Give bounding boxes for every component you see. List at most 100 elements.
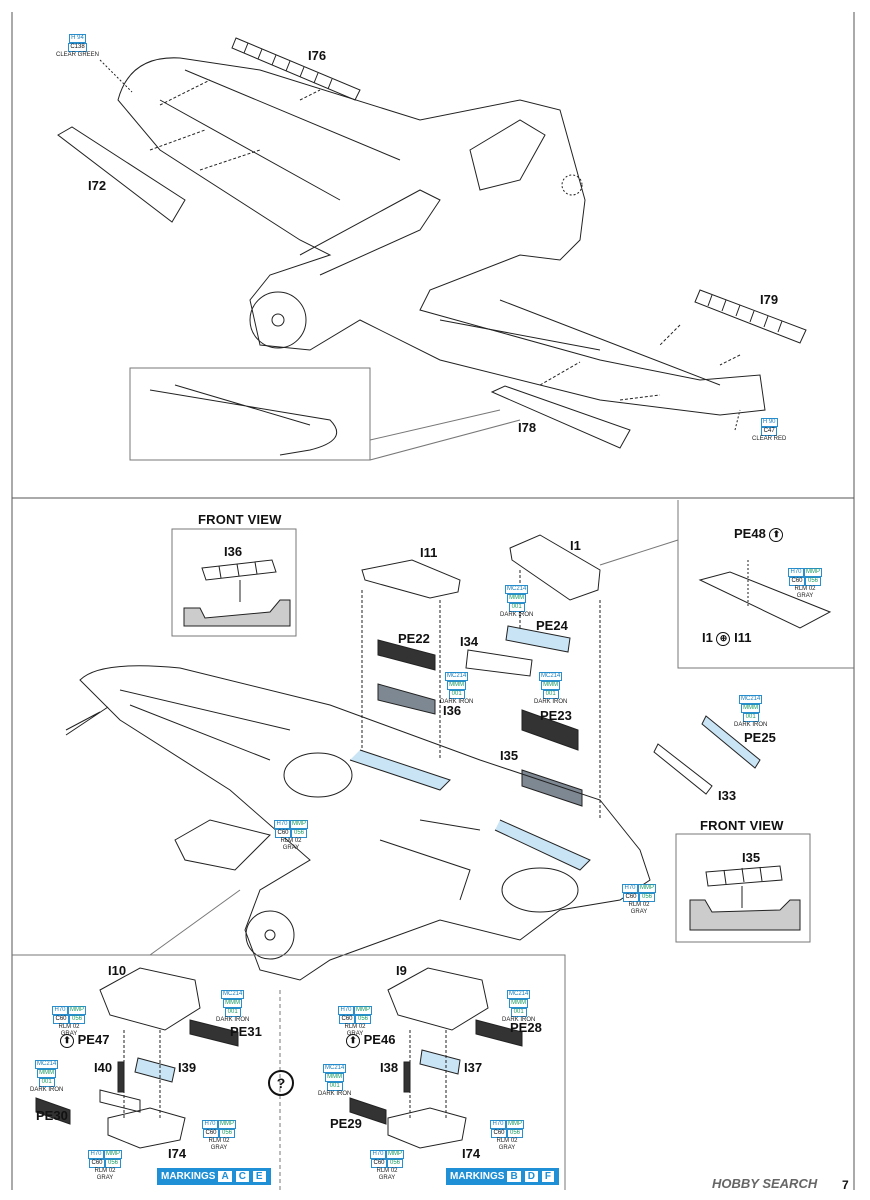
color-name-rlm02: RLM 02 [794, 586, 816, 592]
color-code-mmm: MMM [541, 681, 561, 690]
color-callout-dark-iron-pe30: MC214 MMM 001 DARK IRON [30, 1060, 63, 1094]
color-code-c60: C60 [623, 893, 639, 902]
part-label-i79: I79 [760, 292, 779, 307]
color-code-h70: H70 [490, 1120, 506, 1129]
color-code-001: 001 [510, 1008, 527, 1017]
color-code-h70: H70 [88, 1150, 104, 1159]
part-label-i39: I39 [178, 1060, 197, 1075]
color-name-rlm02: RLM 02 [58, 1024, 80, 1030]
color-callout-clear-red: H 90 C47 CLEAR RED [752, 418, 786, 443]
color-name-dark-iron: DARK IRON [502, 1017, 536, 1023]
color-name-rlm02: RLM 02 [94, 1168, 116, 1174]
color-code-h70: H70 [622, 884, 638, 893]
color-name-rlm02: RLM 02 [376, 1168, 398, 1174]
color-code-mmm: MMM [509, 999, 529, 1008]
marking-letter: C [234, 1170, 250, 1183]
color-code-mmm: MMM [741, 704, 761, 713]
color-name-gray: GRAY [498, 1145, 516, 1151]
part-label-pe30: PE30 [36, 1108, 68, 1123]
join-i1-i11: I1 ⊕ I11 [702, 630, 751, 646]
color-callout-dark-iron-pe25: MC214 MMM 001 DARK IRON [734, 695, 767, 729]
color-name-dark-iron: DARK IRON [216, 1017, 250, 1023]
color-code-c60: C60 [89, 1159, 105, 1168]
color-callout-dark-iron-pe24: MC214 MMM 001 DARK IRON [500, 585, 533, 619]
color-code-c60: C60 [203, 1129, 219, 1138]
part-label-i37: I37 [464, 1060, 483, 1075]
part-label-pe46: ⬆ PE46 [346, 1032, 395, 1048]
part-label-i40: I40 [94, 1060, 113, 1075]
color-code-h90: H 90 [760, 418, 778, 427]
color-code-h70: H70 [274, 820, 290, 829]
join-i1-label: I1 [702, 630, 713, 645]
color-name-gray: GRAY [378, 1175, 396, 1181]
color-code-mc214: MC214 [739, 695, 763, 704]
question-icon: ? [268, 1070, 294, 1096]
marking-letter: D [523, 1170, 539, 1183]
up-arrow-icon: ⬆ [60, 1033, 74, 1048]
part-label-pe31: PE31 [230, 1024, 262, 1039]
part-label-pe23: PE23 [540, 708, 572, 723]
color-code-mmp: MMP [506, 1120, 524, 1129]
color-name-dark-iron: DARK IRON [440, 699, 474, 705]
color-name-gray: GRAY [96, 1175, 114, 1181]
color-code-mmp: MMP [354, 1006, 372, 1015]
part-label-i11: I11 [420, 545, 438, 560]
up-arrow-icon: ⬆ [769, 527, 784, 542]
pe47-text: PE47 [77, 1032, 110, 1047]
marking-letter: F [540, 1170, 556, 1183]
color-code-c138: C138 [68, 43, 87, 52]
color-code-mmm: MMM [507, 594, 527, 603]
color-code-mmp: MMP [68, 1006, 86, 1015]
color-name-dark-iron: DARK IRON [318, 1091, 352, 1097]
part-label-i35-front: I35 [742, 850, 761, 865]
color-code-mc214: MC214 [505, 585, 529, 594]
part-label-i38: I38 [380, 1060, 399, 1075]
color-name-dark-iron: DARK IRON [534, 699, 568, 705]
color-code-mc214: MC214 [445, 672, 469, 681]
color-code-056: 056 [507, 1129, 523, 1138]
color-code-001: 001 [38, 1078, 55, 1087]
color-code-mmm: MMM [325, 1073, 345, 1082]
color-code-001: 001 [742, 713, 759, 722]
color-name-gray: GRAY [796, 593, 814, 599]
color-name-clear-red: CLEAR RED [752, 436, 787, 442]
part-label-pe47: ⬆ PE47 [60, 1032, 109, 1048]
color-callout-dark-iron-pe23: MC214 MMM 001 DARK IRON [534, 672, 567, 706]
color-code-001: 001 [508, 603, 525, 612]
marking-letter: A [217, 1170, 233, 1183]
markings-badge-left: MARKINGS A C E [157, 1168, 271, 1185]
color-code-001: 001 [448, 690, 465, 699]
color-code-c47: C47 [761, 427, 778, 436]
part-label-i36-front: I36 [224, 544, 243, 559]
part-label-i33: I33 [718, 788, 737, 803]
color-code-mmm: MMM [447, 681, 467, 690]
color-code-mc214: MC214 [35, 1060, 59, 1069]
part-label-i74-left: I74 [168, 1146, 187, 1161]
color-code-mmp: MMP [804, 568, 822, 577]
color-name-gray: GRAY [210, 1145, 228, 1151]
up-arrow-icon: ⬆ [346, 1033, 360, 1048]
color-name-rlm02: RLM 02 [344, 1024, 366, 1030]
color-name-dark-iron: DARK IRON [500, 612, 534, 618]
color-code-mmp: MMP [290, 820, 308, 829]
color-code-mmp: MMP [218, 1120, 236, 1129]
color-name-rlm02: RLM 02 [208, 1138, 230, 1144]
color-code-001: 001 [326, 1082, 343, 1091]
color-callout-clear-green: H 94 C138 CLEAR GREEN [56, 34, 99, 59]
color-code-056: 056 [291, 829, 307, 838]
color-name-dark-iron: DARK IRON [734, 722, 768, 728]
color-code-h70: H70 [370, 1150, 386, 1159]
page-number: 7 [842, 1178, 849, 1192]
color-code-c60: C60 [491, 1129, 507, 1138]
part-label-i76: I76 [308, 48, 327, 63]
color-code-mmm: MMM [37, 1069, 57, 1078]
pe46-text: PE46 [363, 1032, 396, 1047]
marking-letter: E [251, 1170, 267, 1183]
color-code-c60: C60 [275, 829, 291, 838]
front-view-heading-2: FRONT VIEW [700, 818, 784, 833]
